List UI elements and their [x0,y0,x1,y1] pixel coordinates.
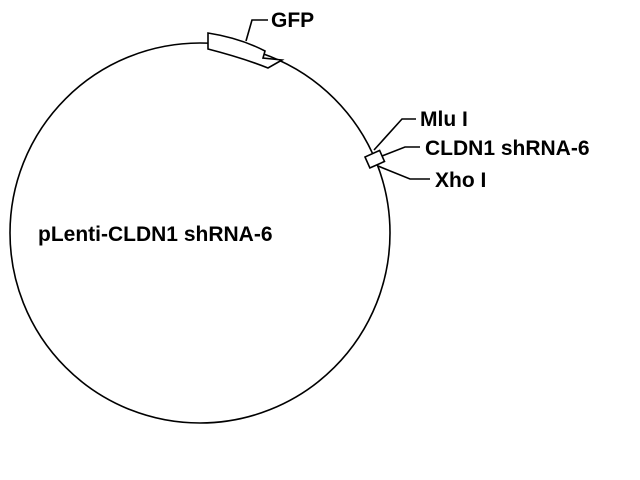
xho-site-label: Xho I [435,169,486,192]
gfp-feature-arrow [207,32,285,69]
gfp-leader-line [245,19,268,42]
shrna-leader-line [381,146,420,157]
mlu-site-label: Mlu I [420,108,468,131]
shrna-label: CLDN1 shRNA-6 [425,137,590,160]
shrna-insert-box [363,149,386,170]
plasmid-name: pLenti-CLDN1 shRNA-6 [38,223,273,246]
gfp-label: GFP [271,9,314,32]
xho-leader-line [377,165,430,180]
mlu-leader-line [373,118,416,151]
plasmid-backbone [9,42,391,424]
